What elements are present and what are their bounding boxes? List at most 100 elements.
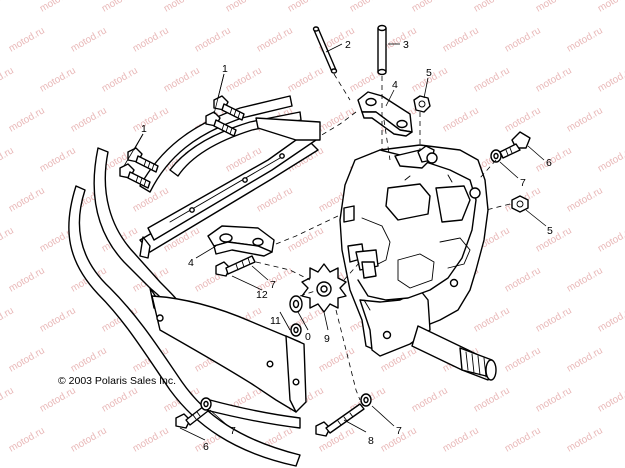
watermark-text: motod.ru: [7, 25, 47, 54]
bolt-6-right: [499, 131, 531, 159]
watermark-text: motod.ru: [534, 0, 574, 15]
callout-4-upper: 4: [392, 79, 398, 91]
callout-9: 9: [324, 333, 330, 345]
rod-3: [377, 24, 387, 76]
watermark-text: motod.ru: [100, 0, 140, 15]
watermark-text: motod.ru: [131, 105, 171, 134]
watermark-text: motod.ru: [596, 225, 625, 254]
watermark-text: motod.ru: [596, 385, 625, 414]
watermark-text: motod.ru: [69, 425, 109, 454]
watermark-text: motod.ru: [162, 0, 202, 15]
watermark-text: motod.ru: [472, 0, 512, 15]
frame-channel-bracket: [139, 117, 321, 259]
callout-11: 11: [270, 315, 281, 327]
watermark-text: motod.ru: [0, 65, 16, 94]
callout-1-upper: 1: [222, 63, 228, 75]
drive-sprocket: [301, 263, 347, 313]
callout-12: 12: [256, 289, 268, 301]
nut-5-top: [413, 95, 431, 113]
watermark-text: motod.ru: [286, 65, 326, 94]
watermark-text: motod.ru: [7, 265, 47, 294]
watermark-text: motod.ru: [534, 65, 574, 94]
watermark-text: motod.ru: [472, 305, 512, 334]
watermark-text: motod.ru: [131, 425, 171, 454]
watermark-text: motod.ru: [69, 105, 109, 134]
watermark-text: motod.ru: [0, 225, 16, 254]
watermark-text: motod.ru: [534, 305, 574, 334]
watermark-text: motod.ru: [534, 385, 574, 414]
watermark-text: motod.ru: [286, 0, 326, 15]
nut-5-right: [511, 195, 529, 213]
washer-7-right: [490, 149, 502, 163]
callout-7-bottom-left: 7: [230, 425, 236, 437]
watermark-text: motod.ru: [503, 425, 543, 454]
callout-3: 3: [403, 39, 409, 51]
spacer-washers: [289, 295, 303, 337]
watermark-text: motod.ru: [0, 145, 16, 174]
watermark-text: motod.ru: [224, 65, 264, 94]
watermark-text: motod.ru: [38, 305, 78, 334]
watermark-text: motod.ru: [534, 225, 574, 254]
bolt-1-lower-b: [119, 163, 151, 189]
watermark-text: motod.ru: [0, 385, 16, 414]
watermark-text: motod.ru: [38, 385, 78, 414]
watermark-text: motod.ru: [317, 345, 357, 374]
callout-7-middle: 7: [270, 279, 276, 291]
watermark-text: motod.ru: [38, 0, 78, 15]
watermark-text: motod.ru: [69, 345, 109, 374]
callout-6-bottom: 6: [203, 441, 209, 453]
watermark-text: motod.ru: [565, 425, 605, 454]
watermark-text: motod.ru: [131, 25, 171, 54]
callout-8: 8: [368, 435, 374, 447]
callout-5-right: 5: [547, 225, 553, 237]
watermark-text: motod.ru: [472, 385, 512, 414]
watermark-text: motod.ru: [7, 345, 47, 374]
leader-lines: [123, 43, 547, 441]
watermark-text: motod.ru: [317, 105, 357, 134]
watermark-text: motod.ru: [0, 0, 16, 15]
watermark-text: motod.ru: [38, 65, 78, 94]
watermark-text: motod.ru: [503, 105, 543, 134]
watermark-text: motod.ru: [441, 425, 481, 454]
watermark-text: motod.ru: [565, 185, 605, 214]
callout-2: 2: [345, 39, 351, 51]
watermark-text: motod.ru: [69, 25, 109, 54]
watermark-text: motod.ru: [7, 105, 47, 134]
callout-7-bottom-right: 7: [396, 425, 402, 437]
watermark-text: motod.ru: [38, 145, 78, 174]
watermark-text: motod.ru: [596, 305, 625, 334]
watermark-text: motod.ru: [565, 345, 605, 374]
pin-2: [312, 26, 338, 74]
washer-7-bottom-left: [200, 397, 212, 411]
bolt-1-upper-b: [205, 111, 237, 137]
output-shaft: [411, 325, 497, 381]
bolt-8: [315, 403, 365, 437]
callout-4-lower: 4: [188, 257, 194, 269]
gearbox-housing: [339, 144, 489, 357]
watermark-text: motod.ru: [472, 65, 512, 94]
watermark-text: motod.ru: [565, 25, 605, 54]
copyright-notice: © 2003 Polaris Sales Inc.: [58, 375, 176, 387]
watermark-text: motod.ru: [503, 345, 543, 374]
bolt-6-bottom: [175, 405, 209, 429]
watermark-text: motod.ru: [565, 265, 605, 294]
watermark-text: motod.ru: [162, 65, 202, 94]
watermark-text: motod.ru: [503, 25, 543, 54]
torque-bracket-lower: [207, 225, 275, 257]
watermark-text: motod.ru: [596, 0, 625, 15]
callout-labels: 1 1 2 3 4 4 5 5 6 6 7 7 7 7 8 9 0 11 12: [141, 39, 553, 453]
watermark-text: motod.ru: [503, 265, 543, 294]
watermark-text: motod.ru: [441, 25, 481, 54]
watermark-text: motod.ru: [441, 105, 481, 134]
washer-7-bottom-right: [360, 393, 372, 407]
watermark-text: motod.ru: [565, 105, 605, 134]
watermark-text: motod.ru: [255, 185, 295, 214]
watermark-text: motod.ru: [534, 145, 574, 174]
watermark-text: motod.ru: [224, 0, 264, 15]
watermark-text: motod.ru: [410, 385, 450, 414]
watermark-text: motod.ru: [286, 225, 326, 254]
alignment-lines: [255, 73, 511, 401]
bolt-12: [215, 255, 256, 277]
callout-10: 0: [305, 331, 311, 343]
